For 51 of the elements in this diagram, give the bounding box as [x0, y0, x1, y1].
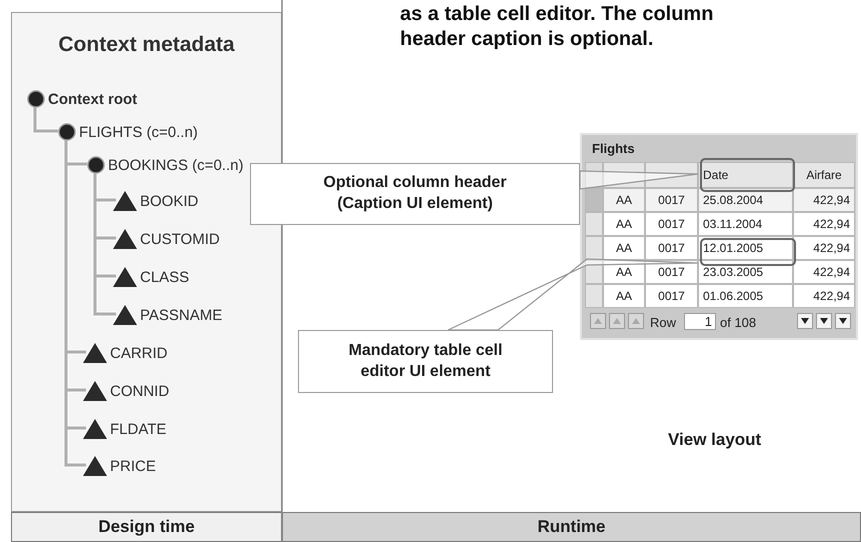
tree-node-label: FLIGHTS (c=0..n): [79, 124, 198, 140]
table-cell: AA: [603, 284, 645, 308]
table-cell: 422,94: [793, 284, 855, 308]
header-cell: Date: [698, 162, 793, 188]
highlight-frame: [700, 238, 796, 266]
tree-node-label: BOOKID: [140, 192, 198, 210]
tree-node-label: CUSTOMID: [140, 230, 220, 248]
row-count: of 108: [720, 315, 756, 330]
tree-node-label: FLDATE: [110, 420, 166, 438]
table-cell: 422,94: [793, 260, 855, 284]
tree-node-label: CLASS: [140, 268, 190, 286]
row-label: Row: [650, 315, 676, 330]
table-cell: AA: [603, 260, 645, 284]
tree-node-label: PASSNAME: [140, 306, 222, 324]
table-cell: 25.08.2004: [698, 188, 793, 212]
highlight-frame: [700, 158, 795, 192]
metadata-panel: [11, 12, 282, 512]
callout-pointer: [447, 258, 699, 331]
table-cell: 03.11.2004: [698, 212, 793, 236]
tree-node-label: PRICE: [110, 458, 156, 474]
callout-box: Optional column header (Caption UI element): [250, 163, 580, 225]
table-panel: [580, 133, 858, 340]
table-cell: AA: [603, 236, 645, 260]
panel-heading: Context metadata: [57, 33, 236, 57]
table-cell: AA: [603, 212, 645, 236]
footer-band: Design time: [11, 512, 282, 542]
callout-pointer: [579, 170, 699, 190]
table-cell: 23.03.2005: [698, 260, 793, 284]
tree-node-label: CONNID: [110, 382, 170, 400]
heading-text: as a table cell editor. The column header caption is optional.: [400, 2, 714, 52]
row-input-field: 1: [684, 313, 716, 330]
table-cell: 12.01.2005: [698, 236, 793, 260]
table-cell: 0017: [645, 236, 698, 260]
table-cell: AA: [603, 188, 645, 212]
callout-box: Mandatory table cell editor UI element: [298, 330, 553, 393]
tree-connector: [34, 107, 58, 132]
table-cell: 422,94: [793, 212, 855, 236]
table-cell: 422,94: [793, 236, 855, 260]
table-cell: 0017: [645, 212, 698, 236]
table-cell: 01.06.2005: [698, 284, 793, 308]
table-title: Flights: [592, 141, 635, 156]
table-cell: 0017: [645, 188, 698, 212]
footer-band: Runtime: [282, 512, 861, 542]
table-cell: 0017: [645, 284, 698, 308]
tree-node-label: BOOKINGS (c=0..n): [108, 156, 244, 174]
tree-node-label: CARRID: [110, 344, 168, 362]
table-cell: 0017: [645, 260, 698, 284]
tree-node-label: Context root: [48, 90, 138, 108]
header-cell: Airfare: [793, 162, 855, 188]
view-caption: View layout: [668, 430, 762, 450]
table-cell: 422,94: [793, 188, 855, 212]
